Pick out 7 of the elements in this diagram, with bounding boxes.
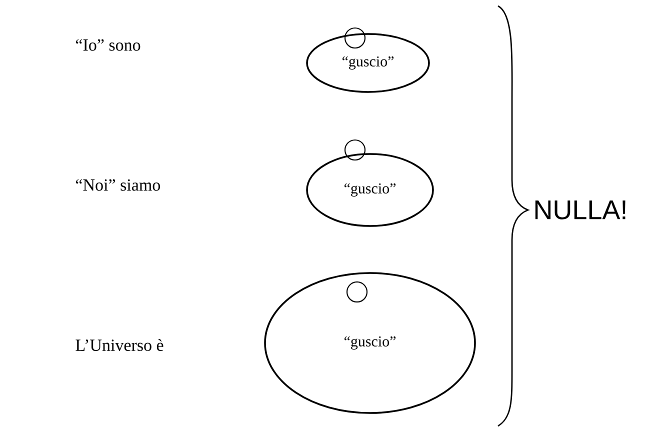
egg-outline: “guscio” [264,272,476,414]
egg-outline: “guscio” [306,33,430,93]
egg-outline: “guscio” [306,153,434,227]
row-label: L’Universo è [76,339,164,351]
row-label: “Io” sono [76,39,140,51]
conclusion-text: NULLA! [535,200,626,220]
row-label: “Noi” siamo [76,179,160,191]
